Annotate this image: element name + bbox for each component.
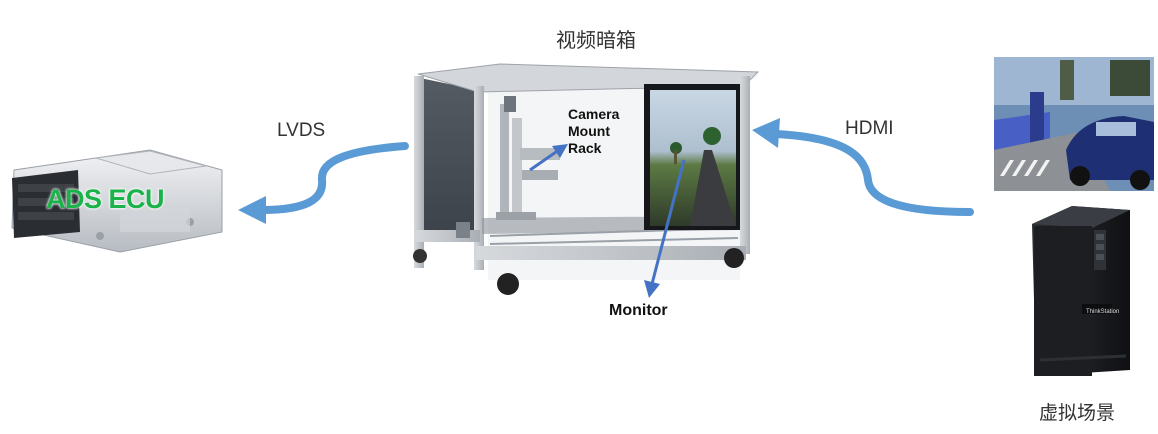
monitor-pointer-line: [650, 159, 686, 285]
video-dark-box-image: [413, 63, 760, 295]
ads-ecu-label: ADS ECU: [46, 184, 165, 214]
hdmi-label: HDMI: [845, 118, 894, 139]
workstation-pc-image: [1032, 206, 1130, 376]
virtual-scene-label: 虚拟场景: [1039, 403, 1116, 424]
video-dark-box-label: 视频暗箱: [556, 30, 636, 52]
camera-pointer-line: [529, 150, 557, 172]
lvds-label: LVDS: [277, 120, 326, 141]
virtual-scene-image: [994, 57, 1154, 191]
monitor-pointer-head: [644, 280, 660, 298]
lvds-arrowhead: [238, 196, 266, 224]
monitor-label: Monitor: [609, 302, 668, 319]
hdmi-arrowhead: [752, 118, 780, 148]
camera-pointer-head: [552, 144, 568, 158]
camera-mount-rack-label: Camera Mount Rack: [568, 106, 620, 156]
ads-ecu-image: [11, 149, 223, 253]
lvds-arrow: [258, 142, 409, 214]
workstation-brand-label: ThinkStation: [1086, 309, 1120, 315]
hdmi-arrow: [772, 130, 974, 216]
